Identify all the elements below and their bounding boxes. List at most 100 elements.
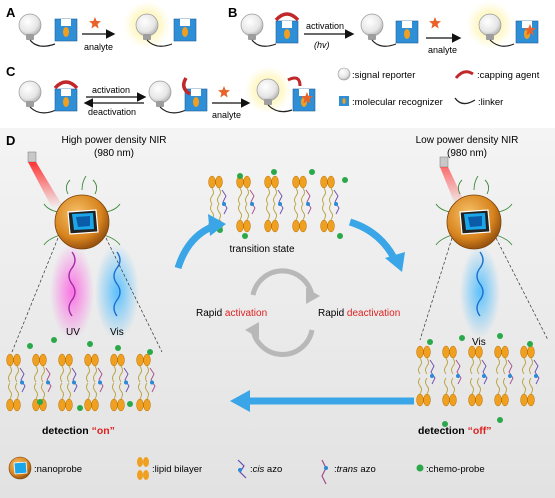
molecular-recognizer-icon [395, 20, 419, 44]
linker-icon [371, 39, 397, 47]
lipid-head [58, 398, 66, 412]
lipid-head [6, 353, 14, 367]
panel-b-letter: B [228, 5, 237, 20]
lipid-tail [138, 382, 142, 400]
right-bilayer [416, 345, 540, 407]
lipid-head [449, 393, 457, 407]
lipid-tail [145, 365, 149, 383]
azo-linker [305, 189, 312, 215]
lipid-head [494, 393, 502, 407]
lipid-head [423, 345, 431, 359]
azo-linker [507, 359, 514, 385]
detection-on: detection “on” [42, 425, 115, 437]
lipid-tail [451, 377, 455, 395]
nanoprobe-left [43, 175, 121, 250]
lipid-tail [15, 365, 19, 383]
laser-source-icon [27, 151, 37, 163]
azo-node [456, 374, 460, 378]
capping-agent-icon [53, 80, 79, 90]
lipid-tail [138, 365, 142, 383]
lipid-head [520, 393, 528, 407]
linker-icon [251, 39, 277, 47]
chemo-probe-icon [416, 464, 424, 472]
lipid-tail [418, 357, 422, 375]
legend-top: :signal reporter :capping agent :molecul… [337, 67, 540, 108]
lipid-head [468, 345, 476, 359]
lipid-head [91, 353, 99, 367]
molecular-recognizer-icon [275, 20, 299, 44]
lipid-tail [86, 382, 90, 400]
legend-nanoprobe: :nanoprobe [34, 464, 82, 475]
arrowhead [245, 322, 259, 338]
detection-off: detection “off” [418, 425, 492, 437]
lipid-head [292, 175, 300, 189]
molecular-recognizer-icon [292, 88, 316, 112]
lipid-head [143, 353, 151, 367]
lipid-tail [425, 377, 429, 395]
lipid-tail [34, 365, 38, 383]
legend-capping-agent: :capping agent [477, 70, 540, 81]
lipid-head [501, 345, 509, 359]
panel-c: C activation deactivation analyte [6, 64, 316, 120]
lipid-head [136, 398, 144, 412]
azo-linker [97, 367, 104, 393]
legend-trans-azo: :trans azo [334, 464, 376, 475]
lipid-tail [86, 365, 90, 383]
lipid-head [65, 353, 73, 367]
laser-source-icon [439, 156, 449, 168]
legend-cis-azo: :cis azo [250, 464, 282, 475]
linker-icon [267, 104, 293, 113]
azo-linker [277, 189, 284, 215]
lipid-head [292, 219, 300, 233]
lipid-tail [329, 187, 333, 205]
lipid-head [494, 345, 502, 359]
legend-lipid: :lipid bilayer [152, 464, 202, 475]
legend-bottom: :nanoprobe :lipid bilayer :cis azo :tran… [8, 456, 485, 485]
lipid-tail [8, 382, 12, 400]
panel-a: A analyte [6, 1, 197, 52]
lipid-head [110, 398, 118, 412]
legend-chemo-probe: :chemo-probe [426, 464, 485, 475]
recognizer-core [342, 98, 346, 104]
azo-linker [221, 189, 228, 215]
azo-node [150, 380, 154, 385]
linker-icon [489, 39, 515, 47]
azo-node [250, 202, 254, 206]
lipid-tail [245, 187, 249, 205]
lipid-tail [451, 357, 455, 375]
linker-icon [454, 97, 476, 105]
uv-label: UV [66, 327, 80, 338]
trans-azo-icon [321, 459, 327, 485]
analyte-star-icon [218, 86, 230, 98]
panel-c-letter: C [6, 64, 16, 79]
laser-beam [440, 167, 466, 207]
vis-glow [460, 246, 500, 338]
deactivation-label: deactivation [88, 107, 136, 117]
lipid-head [243, 175, 251, 189]
lipid-tail [425, 357, 429, 375]
azo-node [334, 202, 338, 206]
lipid-tail [93, 365, 97, 383]
azo-linker [45, 367, 52, 393]
lipid-tail [60, 382, 64, 400]
lipid-tail [496, 357, 500, 375]
lipid-head [299, 175, 307, 189]
lipid-head [13, 398, 21, 412]
lipid-tail [119, 382, 123, 400]
lipid-head [327, 219, 335, 233]
analyte-label: analyte [212, 110, 241, 120]
azo-linker [149, 367, 156, 393]
legend-linker: :linker [478, 97, 503, 108]
legend-molecular-recognizer: :molecular recognizer [352, 97, 443, 108]
azo-linker [19, 367, 26, 393]
lipid-head [58, 353, 66, 367]
lipid-head [271, 219, 279, 233]
right-title-line1: Low power density NIR [416, 135, 519, 146]
linker-icon [29, 39, 56, 47]
arrowhead [230, 390, 250, 412]
lipid-tail [60, 365, 64, 383]
arrowhead [208, 214, 226, 236]
lipid-head [271, 175, 279, 189]
lipid-head [416, 393, 424, 407]
signal-reporter-icon [18, 13, 42, 41]
